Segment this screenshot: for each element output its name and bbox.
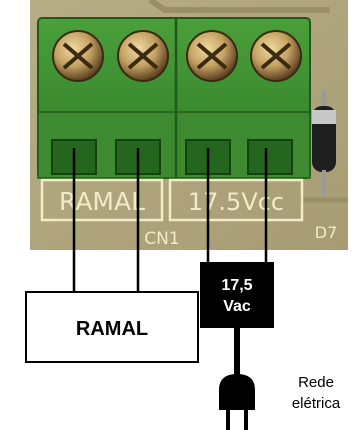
transformer-box: 17,5 Vac — [200, 262, 274, 328]
pcb-trace — [148, 0, 330, 13]
wires — [72, 148, 268, 292]
power-plug-icon — [219, 374, 255, 430]
screw-icon — [186, 30, 238, 82]
mains-label-line1: Rede — [298, 374, 334, 391]
pcb-photo: RAMAL 17.5Vcc CN1 D7 — [30, 0, 348, 250]
mains-label-line2: elétrica — [292, 395, 341, 412]
silkscreen-box-ramal — [40, 178, 164, 222]
terminal-block — [37, 17, 311, 179]
wire-slot — [247, 139, 293, 175]
silkscreen-voltage: 17.5Vcc — [188, 188, 284, 216]
connector-id-label: CN1 — [144, 229, 179, 249]
diode-id-label: D7 — [315, 223, 338, 242]
ramal-box-label: RAMAL — [76, 318, 148, 340]
screw-icon — [117, 30, 169, 82]
ramal-box: RAMAL — [25, 291, 199, 363]
transformer-label-line2: Vac — [223, 298, 251, 315]
transformer-label-line1: 17,5 — [221, 277, 252, 294]
silkscreen-box-voltage — [168, 178, 304, 222]
diode-icon — [312, 90, 336, 196]
screw-icon — [52, 30, 104, 82]
screw-icon — [250, 30, 302, 82]
silkscreen-ramal: RAMAL — [59, 187, 145, 216]
